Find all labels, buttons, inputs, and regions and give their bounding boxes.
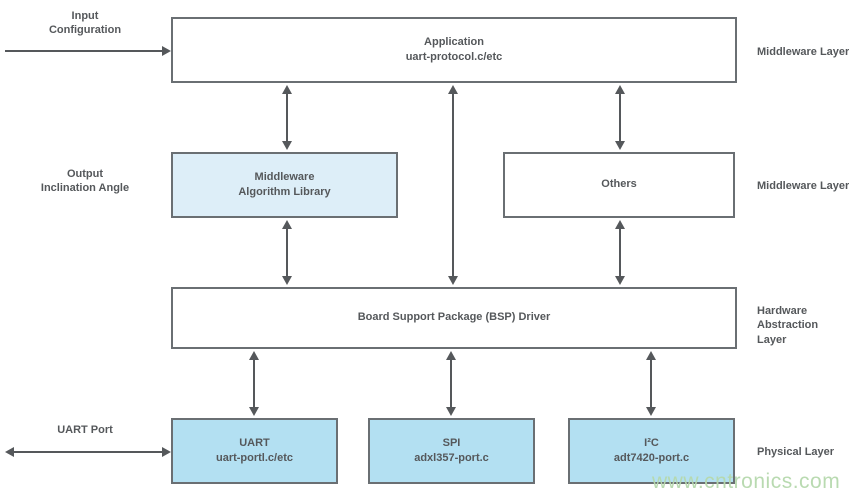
uart-arrow-shaft: [12, 451, 164, 453]
box-i2c-subtitle: adt7420-port.c: [613, 452, 690, 464]
arrow-left-icon: [5, 447, 14, 457]
box-middleware-algorithm-library: Middleware Algorithm Library: [171, 152, 398, 218]
box-uart: UART uart-portl.c/etc: [171, 418, 338, 484]
layer-label-hardware-abstraction: Hardware Abstraction Layer: [757, 304, 849, 347]
arrow-others-bsp: [614, 220, 626, 285]
arrow-down-icon: [446, 407, 456, 416]
arrow-middleware-bsp: [281, 220, 293, 285]
box-spi-subtitle: adxl357-port.c: [414, 452, 489, 464]
arrow-application-bsp: [447, 85, 459, 285]
arrow-up-icon: [615, 85, 625, 94]
arrow-application-middleware: [281, 85, 293, 150]
arrow-right-icon: [162, 447, 171, 457]
label-output-inclination-angle: Output Inclination Angle: [10, 167, 160, 196]
box-others: Others: [503, 152, 735, 218]
arrow-application-others: [614, 85, 626, 150]
arrow-down-icon: [646, 407, 656, 416]
box-spi: SPI adxl357-port.c: [368, 418, 535, 484]
layer-label-middleware-top: Middleware Layer: [757, 46, 849, 58]
label-input-configuration: Input Configuration: [10, 9, 160, 38]
arrow-down-icon: [249, 407, 259, 416]
box-uart-title: UART: [239, 436, 270, 449]
box-i2c: I²C adt7420-port.c: [568, 418, 735, 484]
watermark: www.cntronics.com: [652, 470, 841, 493]
box-i2c-title: I²C: [644, 436, 659, 449]
arrow-down-icon: [448, 276, 458, 285]
arrow-down-icon: [615, 141, 625, 150]
box-application-subtitle: uart-protocol.c/etc: [405, 51, 503, 63]
arrow-up-icon: [249, 351, 259, 360]
box-spi-title: SPI: [442, 436, 461, 449]
box-others-title: Others: [601, 178, 637, 191]
input-arrow: [5, 45, 171, 57]
arrow-up-icon: [615, 220, 625, 229]
input-arrow-shaft: [5, 50, 164, 52]
box-middleware-subtitle: Algorithm Library: [238, 186, 331, 198]
box-middleware-title: Middleware: [254, 170, 315, 183]
label-input-configuration-line2: Configuration: [48, 24, 122, 37]
label-uart-port: UART Port: [57, 424, 113, 436]
arrow-bsp-uart: [248, 351, 260, 416]
box-application-title: Application: [424, 35, 484, 48]
arrow-bsp-i2c: [645, 351, 657, 416]
box-bsp-title: Board Support Package (BSP) Driver: [357, 311, 551, 324]
arrow-down-icon: [615, 276, 625, 285]
label-output-line1: Output: [66, 168, 104, 180]
label-input-configuration-line1: Input: [71, 10, 99, 22]
arrow-down-icon: [282, 276, 292, 285]
arrow-down-icon: [282, 141, 292, 150]
arrow-up-icon: [282, 85, 292, 94]
arrow-up-icon: [282, 220, 292, 229]
box-bsp-driver: Board Support Package (BSP) Driver: [171, 287, 737, 349]
arrow-right-icon: [162, 46, 171, 56]
layer-label-hal-line2: Abstraction Layer: [757, 319, 819, 346]
layer-label-middleware-mid: Middleware Layer: [757, 180, 849, 192]
arrow-bsp-spi: [445, 351, 457, 416]
arrow-up-icon: [646, 351, 656, 360]
layer-label-hal-line1: Hardware: [757, 305, 808, 317]
label-output-line2: Inclination Angle: [40, 182, 130, 195]
arrow-up-icon: [446, 351, 456, 360]
uart-port-arrow: [5, 446, 171, 458]
box-uart-subtitle: uart-portl.c/etc: [215, 452, 293, 464]
arrow-up-icon: [448, 85, 458, 94]
layer-label-physical: Physical Layer: [757, 446, 835, 458]
box-application: Application uart-protocol.c/etc: [171, 17, 737, 83]
